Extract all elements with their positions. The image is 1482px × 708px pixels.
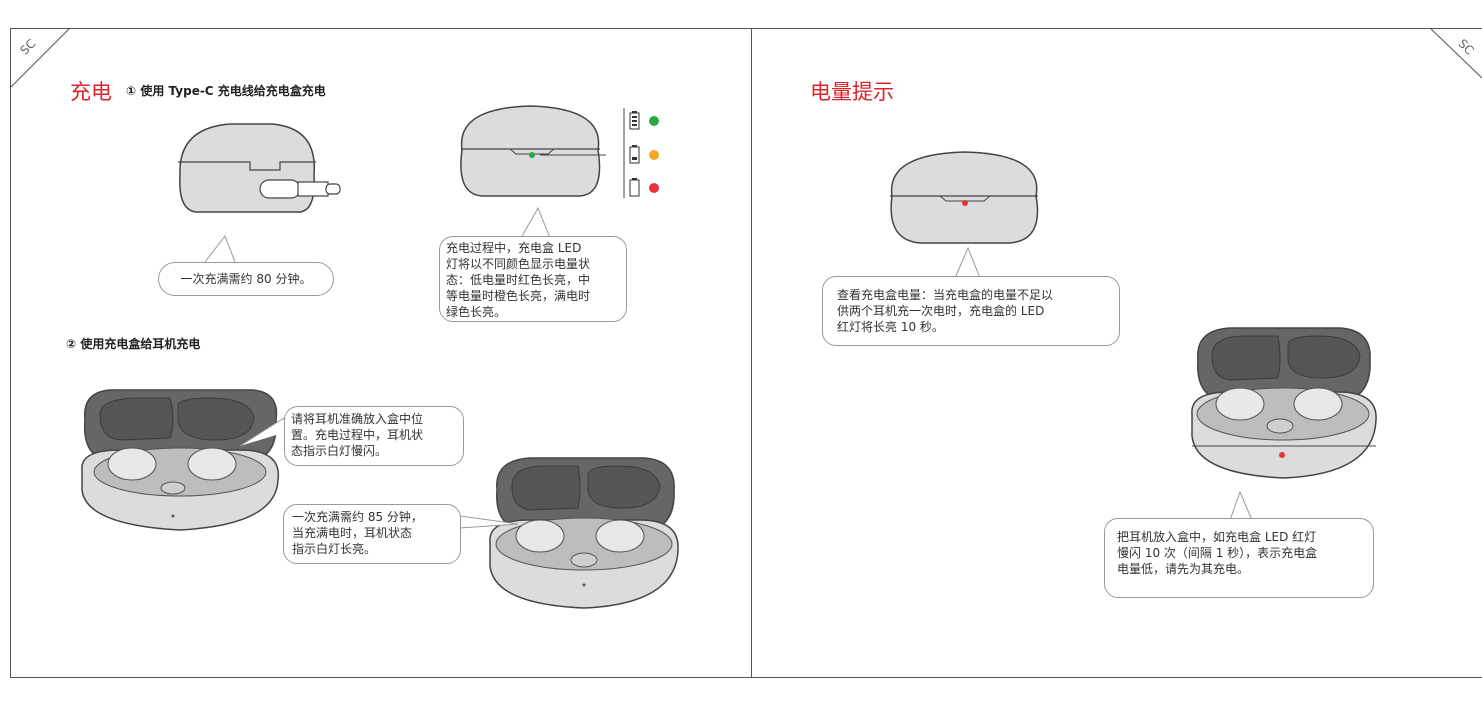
- case-led-illustration: [460, 105, 659, 239]
- bubble-line: 态指示白灯慢闪。: [291, 444, 388, 458]
- case-with-cable-illustration: [178, 123, 341, 263]
- led-status-bubble: 充电过程中，充电盒 LED 灯将以不同颜色显示电量状 态：低电量时红色长亮，中 …: [439, 236, 627, 322]
- charge-time-bubble: 一次充满需约 80 分钟。: [158, 262, 334, 296]
- place-earbuds-bubble: 请将耳机准确放入盒中位 置。充电过程中，耳机状 态指示白灯慢闪。: [284, 406, 464, 466]
- red-led-dot: [962, 200, 968, 206]
- battery-full-icon: [629, 111, 640, 130]
- bubble-line: 慢闪 10 次（间隔 1 秒），表示充电盒: [1117, 546, 1318, 560]
- bubble-line: 一次充满需约 85 分钟，: [292, 510, 423, 524]
- bubble-line: 查看充电盒电量：当充电盒的电量不足以: [837, 288, 1054, 302]
- bubble-line: 请将耳机准确放入盒中位: [291, 412, 424, 426]
- bubble-line: 供两个耳机充一次电时，充电盒的 LED: [837, 304, 1045, 318]
- battery-hint-title: 电量提示: [810, 80, 894, 104]
- bubble-line: 态：低电量时红色长亮，中: [446, 273, 591, 287]
- bubble-line: 红灯将长亮 10 秒。: [837, 320, 944, 334]
- corner-cut-right: [1429, 27, 1482, 79]
- bubble-line: 当充满电时，耳机状态: [292, 526, 413, 540]
- led-orange-indicator: [649, 150, 659, 160]
- step2-heading: ② 使用充电盒给耳机充电: [66, 337, 201, 351]
- battery-mid-icon: [629, 145, 640, 164]
- led-dot: [529, 152, 535, 158]
- earbud-full-charge-bubble: 一次充满需约 85 分钟， 当充满电时，耳机状态 指示白灯长亮。: [283, 504, 461, 564]
- booklet-frame: [10, 28, 1482, 678]
- led-red-indicator: [649, 183, 659, 193]
- bubble-line: 电量低，请先为其充电。: [1117, 562, 1250, 576]
- corner-cut-left: [9, 27, 71, 89]
- battery-low-icon: [629, 178, 640, 197]
- low-battery-bubble: 把耳机放入盒中，如充电盒 LED 红灯 慢闪 10 次（间隔 1 秒），表示充电…: [1104, 518, 1374, 598]
- check-battery-bubble: 查看充电盒电量：当充电盒的电量不足以 供两个耳机充一次电时，充电盒的 LED 红…: [822, 276, 1120, 346]
- bubble-line: 把耳机放入盒中，如充电盒 LED 红灯: [1117, 530, 1317, 544]
- led-green-indicator: [649, 116, 659, 126]
- bubble-line: 绿色长亮。: [446, 305, 507, 319]
- case-check-illustration: [890, 151, 1039, 279]
- bubble-line: 灯将以不同颜色显示电量状: [446, 257, 591, 271]
- red-led-dot-2: [1279, 452, 1285, 458]
- open-case-illustration-1: [81, 389, 287, 531]
- bubble-line: 等电量时橙色长亮，满电时: [446, 289, 591, 303]
- bubble-line: 置。充电过程中，耳机状: [291, 428, 424, 442]
- open-case-illustration-2: [459, 457, 679, 609]
- bubble-line: 指示白灯长亮。: [292, 542, 377, 556]
- bubble-line: 充电过程中，充电盒 LED: [446, 241, 582, 255]
- open-case-low-battery-illustration: [1191, 327, 1377, 521]
- step1-heading: ① 使用 Type-C 充电线给充电盒充电: [126, 84, 326, 98]
- charging-title: 充电: [70, 80, 112, 104]
- page-fold: [751, 28, 752, 678]
